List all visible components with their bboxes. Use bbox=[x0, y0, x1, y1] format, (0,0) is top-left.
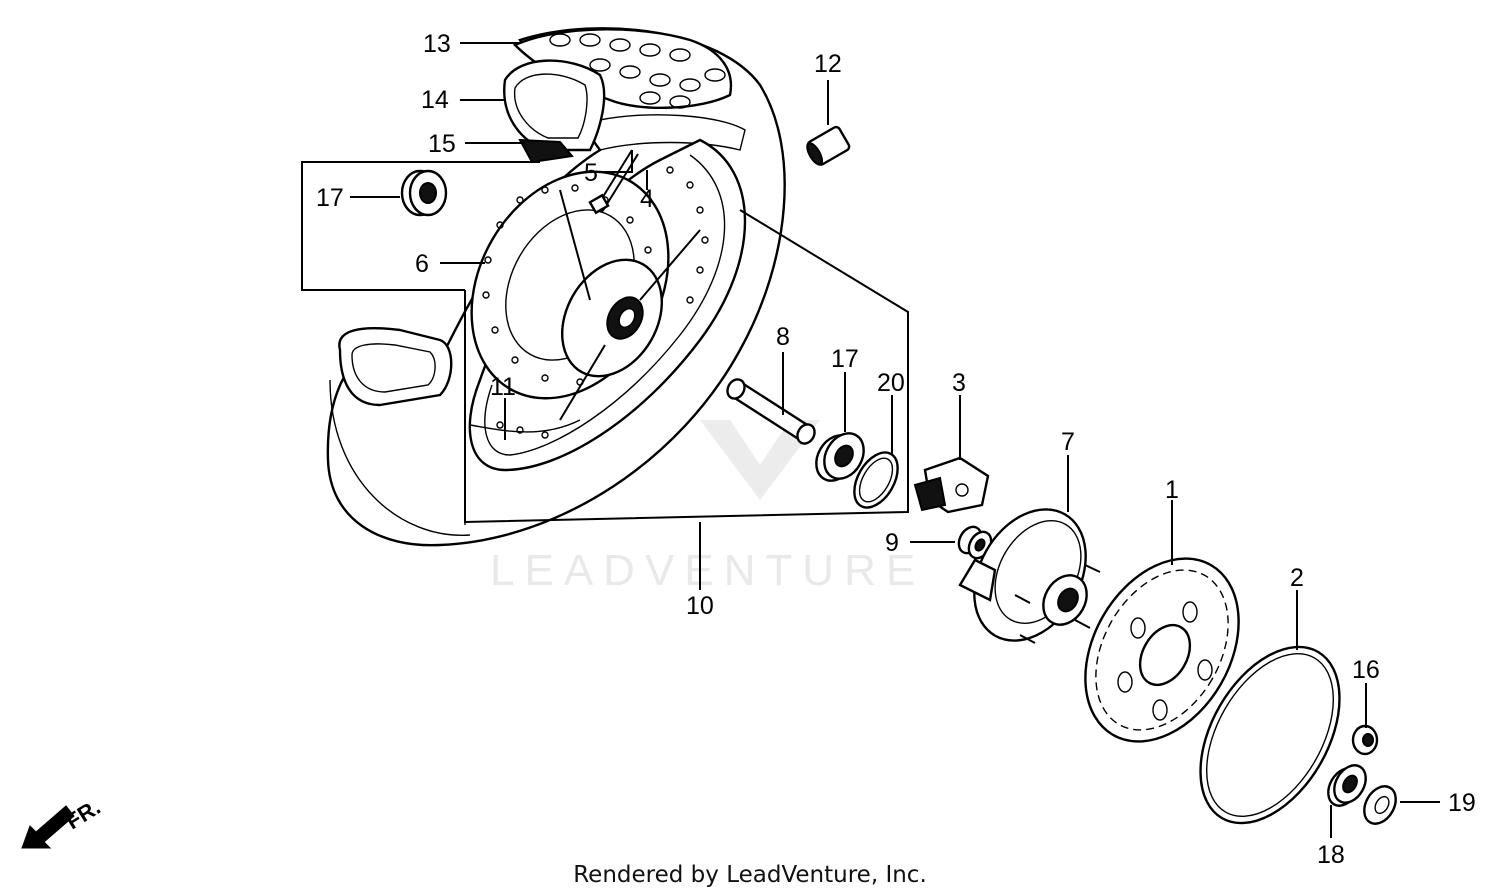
assembly-brackets bbox=[301, 161, 909, 524]
callout-12: 12 bbox=[814, 50, 842, 78]
callout-14: 14 bbox=[421, 86, 449, 114]
nut-16 bbox=[1351, 724, 1379, 756]
rim-holes bbox=[496, 166, 709, 439]
rim-band bbox=[518, 138, 574, 164]
driven-flange bbox=[958, 508, 1101, 644]
callout-1: 1 bbox=[1165, 476, 1179, 504]
wheel bbox=[468, 138, 747, 472]
callout-19: 19 bbox=[1448, 789, 1476, 817]
callout-2: 2 bbox=[1290, 564, 1304, 592]
callout-20: 20 bbox=[877, 369, 905, 397]
callouts: 13 14 15 17 6 5 4 11 12 8 17 20 3 9 7 1 … bbox=[316, 30, 1476, 869]
damper bbox=[913, 456, 990, 514]
valve-cap bbox=[806, 125, 851, 166]
bearing-18 bbox=[1327, 764, 1367, 807]
valve-nut bbox=[588, 193, 610, 215]
spoke bbox=[559, 189, 591, 301]
leader-lines bbox=[350, 42, 1440, 838]
dust-seal-19 bbox=[1363, 785, 1397, 825]
callout-16: 16 bbox=[1352, 656, 1380, 684]
callout-18: 18 bbox=[1317, 841, 1345, 869]
callout-4: 4 bbox=[640, 185, 654, 213]
callout-3: 3 bbox=[952, 369, 966, 397]
callout-13: 13 bbox=[423, 30, 451, 58]
bearing-right bbox=[815, 432, 865, 482]
callout-5: 5 bbox=[584, 159, 598, 187]
tube bbox=[503, 59, 746, 152]
front-direction-label: FR. bbox=[61, 794, 104, 834]
watermark-text: LEADVENTURE bbox=[490, 546, 925, 595]
callout-8: 8 bbox=[776, 323, 790, 351]
o-ring-2 bbox=[1199, 645, 1341, 825]
distance-collar bbox=[726, 378, 816, 445]
watermark-logo bbox=[700, 420, 820, 500]
callout-17-upper: 17 bbox=[316, 184, 344, 212]
tire-tread bbox=[512, 28, 733, 109]
footer-credit: Rendered by LeadVenture, Inc. bbox=[573, 862, 927, 888]
callout-7: 7 bbox=[1061, 428, 1075, 456]
callout-17-right: 17 bbox=[831, 345, 859, 373]
callout-10: 10 bbox=[686, 592, 714, 620]
front-direction-arrow: FR. bbox=[21, 794, 105, 849]
callout-6: 6 bbox=[415, 250, 429, 278]
callout-11: 11 bbox=[490, 373, 516, 401]
sprocket bbox=[1084, 557, 1240, 743]
bearing-left bbox=[400, 169, 448, 217]
callout-15: 15 bbox=[428, 130, 456, 158]
callout-9: 9 bbox=[885, 529, 899, 557]
